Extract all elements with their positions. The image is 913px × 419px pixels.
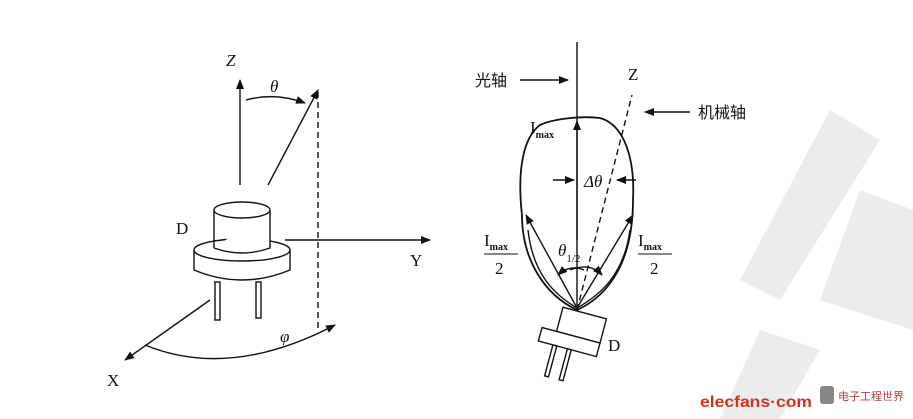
phi-label: φ [280, 327, 289, 346]
z-axis-label-right: Z [628, 65, 638, 84]
half-intensity-right: Imax 2 [638, 231, 672, 278]
svg-text:Imax: Imax [638, 231, 662, 253]
half-left-inner-arc [527, 229, 578, 309]
theta-label: θ [270, 77, 278, 96]
svg-text:Imax: Imax [484, 231, 508, 253]
imax-label: Imax [530, 118, 554, 141]
device-flange [193, 250, 291, 281]
x-axis-arrow [124, 299, 211, 361]
tilted-direction-arrow [267, 89, 319, 186]
mechanical-axis-line [576, 94, 633, 311]
device-label-right: D [608, 336, 620, 355]
partner-logo: 电子工程世界 [820, 386, 904, 404]
device-right [537, 306, 608, 382]
half-angle-arc [569, 265, 603, 276]
theta-arc [245, 95, 306, 104]
right-diagram [519, 42, 690, 382]
phi-arc [144, 324, 336, 360]
optical-axis-label: 光轴 [475, 71, 507, 90]
half-angle-label: θ1/2 [558, 241, 580, 265]
svg-text:2: 2 [650, 259, 659, 278]
svg-text:2: 2 [495, 259, 504, 278]
z-axis-label: Z [226, 51, 236, 70]
device-leads [214, 281, 262, 321]
half-intensity-left: Imax 2 [484, 231, 518, 278]
delta-theta-label: Δθ [583, 172, 602, 191]
background-watermark-stripes [720, 110, 913, 419]
device-cap [213, 210, 271, 254]
mechanical-axis-label: 机械轴 [698, 103, 746, 122]
half-left-arrow [525, 214, 578, 309]
y-axis-label: Y [410, 251, 422, 270]
device-label-left: D [176, 219, 188, 238]
elecfans-logo: elecfans·com [700, 394, 812, 411]
half-angle-arc-left [557, 265, 585, 276]
half-right-inner-arc [576, 229, 631, 309]
x-axis-label: X [107, 371, 119, 390]
svg-text:电子工程世界: 电子工程世界 [838, 390, 904, 403]
half-right-arrow [576, 214, 634, 309]
left-diagram [124, 79, 431, 361]
